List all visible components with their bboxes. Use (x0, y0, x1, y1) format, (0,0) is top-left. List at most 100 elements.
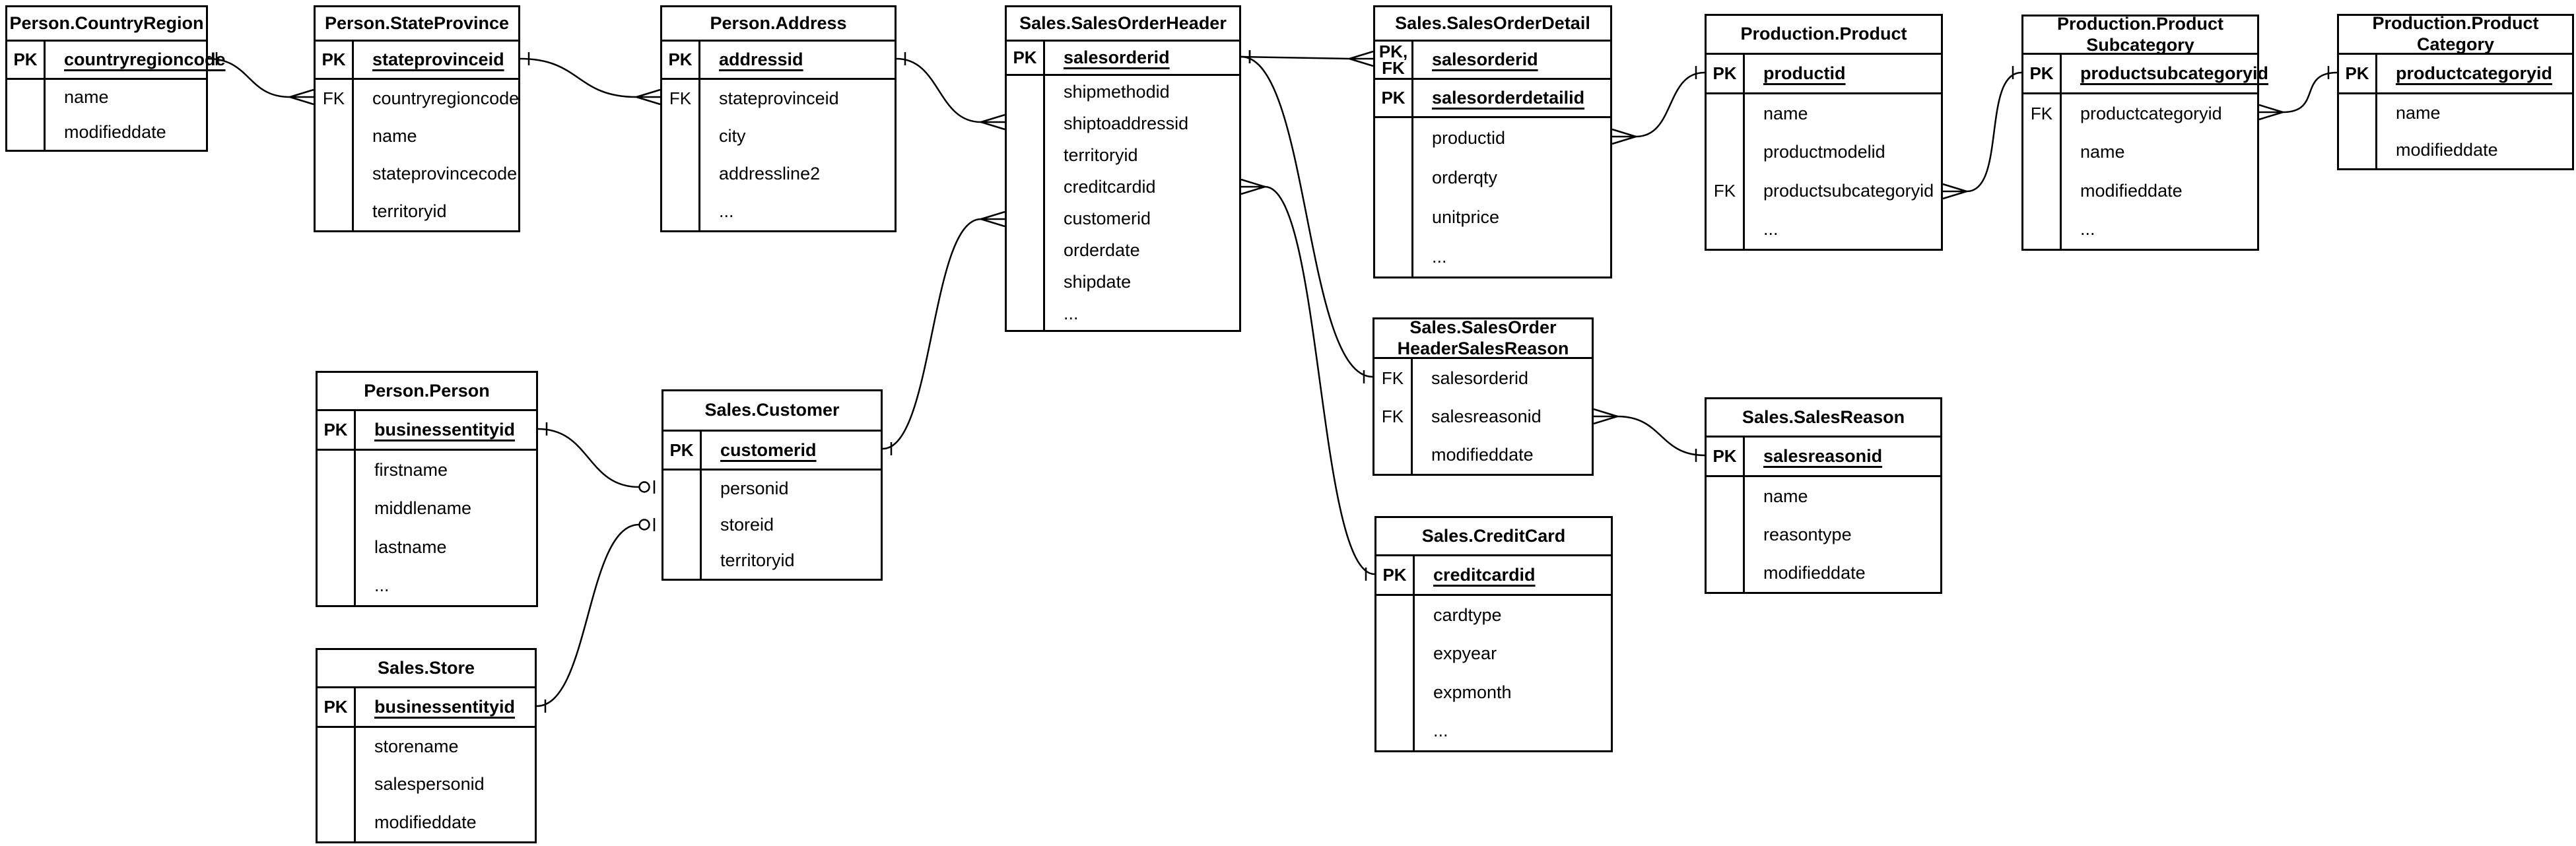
field-key (1007, 203, 1045, 235)
table-title: Person.StateProvince (316, 7, 518, 42)
field-key (1707, 94, 1745, 133)
field-key (663, 471, 702, 507)
table-title: Sales.SalesOrderHeader (1007, 7, 1239, 42)
field-key: PK (1707, 55, 1745, 92)
field-row: name (2023, 133, 2257, 172)
field-row: territoryid (663, 542, 881, 579)
field-row: lastname (318, 528, 536, 567)
field-name: productid (1763, 63, 1846, 83)
field-name: countryregioncode (64, 49, 226, 69)
field-key: PK (1375, 80, 1413, 116)
field-name: modifieddate (1763, 562, 1866, 583)
field-row: storeid (663, 506, 881, 543)
field-row: salespersonid (318, 765, 535, 804)
field-row: name (316, 117, 518, 155)
field-row: middlename (318, 489, 536, 528)
field-key (7, 115, 46, 150)
field-row: ... (662, 193, 895, 230)
field-name: storeid (720, 514, 774, 535)
table-body: name modifieddate (7, 80, 206, 150)
field-row: reasontype (1707, 515, 1940, 554)
field-row: ... (1376, 711, 1611, 750)
field-row: shipdate (1007, 266, 1239, 298)
field-name: salesreasonid (1763, 446, 1883, 466)
field-row: customerid (1007, 203, 1239, 235)
field-row: storename (318, 728, 535, 766)
field-name: territoryid (720, 550, 795, 571)
table-title: Sales.SalesOrder HeaderSalesReason (1374, 317, 1592, 359)
field-row: ... (2023, 210, 2257, 249)
field-name: ... (374, 575, 390, 596)
relationship-7 (1593, 408, 1705, 462)
field-key (318, 489, 356, 528)
field-name: name (1763, 486, 1808, 506)
table-title: Person.Person (318, 373, 536, 411)
field-row: addressline2 (662, 155, 895, 193)
field-row: shiptoaddressid (1007, 108, 1239, 140)
field-row: cardtype (1376, 596, 1611, 635)
field-name: productid (1432, 127, 1506, 148)
field-key (1707, 515, 1745, 554)
field-name: countryregioncode (372, 88, 520, 108)
field-name: creditcardid (1064, 176, 1156, 197)
field-key (318, 528, 356, 567)
field-name: middlename (374, 498, 472, 519)
field-name: productsubcategoryid (2080, 63, 2269, 83)
relationship-3 (882, 211, 1005, 455)
field-key: FK (316, 80, 354, 117)
field-name: expyear (1433, 643, 1497, 664)
field-name: creditcardid (1433, 565, 1536, 585)
field-name: storename (374, 736, 459, 757)
field-key (662, 117, 700, 155)
field-key (2023, 133, 2062, 172)
field-name: territoryid (372, 201, 447, 221)
field-row: name (1707, 477, 1940, 515)
field-key (1376, 711, 1415, 750)
field-name: name (64, 87, 109, 107)
field-row: name (1707, 94, 1941, 133)
field-name: ... (2080, 219, 2095, 240)
field-name: modifieddate (64, 122, 166, 142)
field-name: salespersonid (374, 774, 485, 795)
field-key (662, 155, 700, 193)
field-row: PK stateprovinceid (316, 42, 518, 80)
field-key (1707, 477, 1745, 515)
field-name: orderdate (1064, 240, 1140, 261)
field-key (1007, 76, 1045, 108)
table-title: Person.Address (662, 7, 895, 42)
field-name: stateprovinceid (372, 49, 504, 69)
table-body: name reasontype modifieddate (1707, 477, 1940, 592)
field-key (1375, 158, 1413, 197)
table-title: Sales.Store (318, 650, 535, 688)
field-row: name (7, 80, 206, 115)
field-key: PK (316, 42, 354, 78)
field-name: addressline2 (719, 164, 821, 183)
